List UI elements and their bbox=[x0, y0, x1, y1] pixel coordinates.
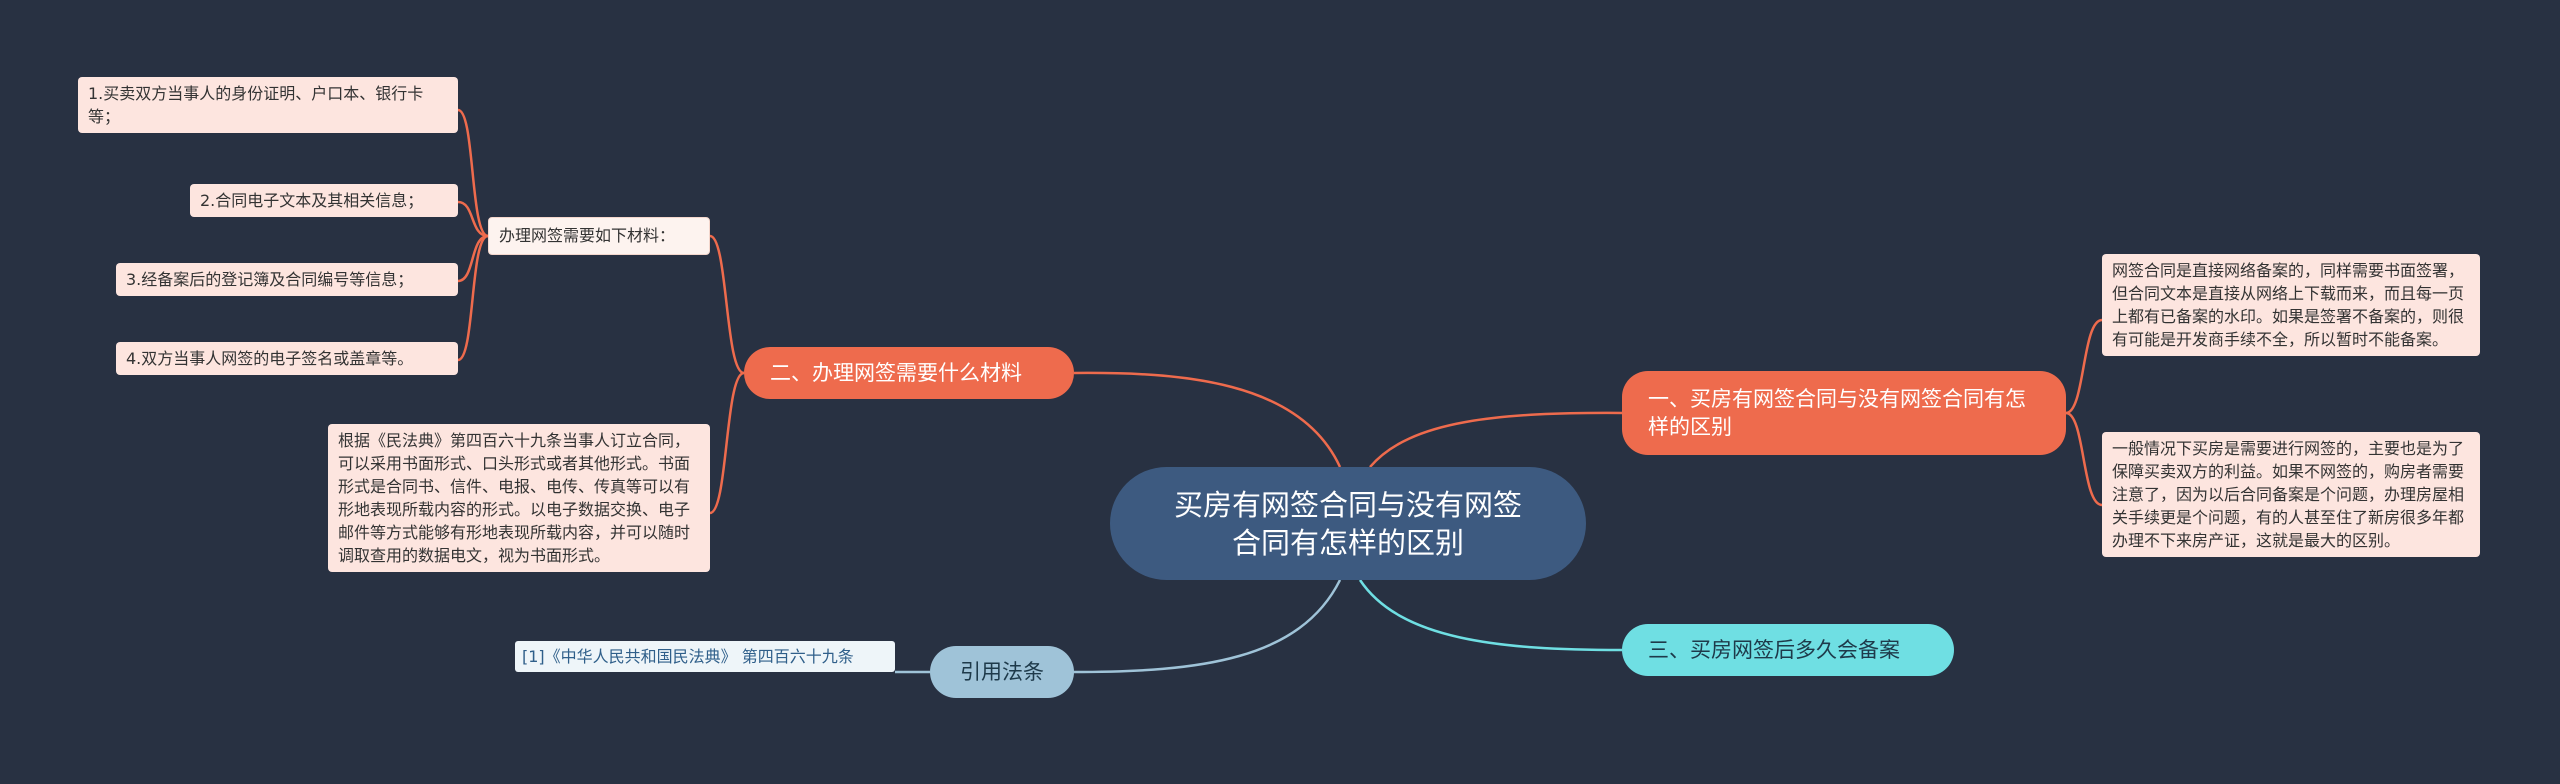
leaf-civil-code-article[interactable]: 根据《民法典》第四百六十九条当事人订立合同，可以采用书面形式、口头形式或者其他形… bbox=[328, 424, 710, 572]
link-sub-item4 bbox=[457, 234, 489, 362]
link-b2-leaf bbox=[709, 371, 745, 515]
material-item-4[interactable]: 4.双方当事人网签的电子签名或盖章等。 bbox=[116, 342, 458, 375]
link-center-b2 bbox=[1073, 371, 1342, 468]
link-b1-leaf1 bbox=[2065, 318, 2103, 415]
link-center-b1 bbox=[1369, 411, 1626, 468]
branch-filing-time-label: 三、买房网签后多久会备案 bbox=[1648, 638, 1900, 662]
material-item-2[interactable]: 2.合同电子文本及其相关信息； bbox=[190, 184, 458, 217]
material-item-2-text: 2.合同电子文本及其相关信息； bbox=[200, 191, 424, 210]
branch-difference[interactable]: 一、买房有网签合同与没有网签合同有怎样的区别 bbox=[1622, 371, 2066, 455]
leaf-difference-1-text: 网签合同是直接网络备案的，同样需要书面签署，但合同文本是直接从网络上下载而来，而… bbox=[2112, 261, 2465, 349]
subtopic-materials-list[interactable]: 办理网签需要如下材料： bbox=[488, 217, 710, 255]
link-center-b4 bbox=[1072, 579, 1342, 674]
link-center-b3 bbox=[1358, 579, 1623, 652]
link-sub-item1 bbox=[457, 108, 489, 238]
material-item-1[interactable]: 1.买卖双方当事人的身份证明、户口本、银行卡等； bbox=[78, 77, 458, 133]
link-sub-item3 bbox=[457, 234, 489, 283]
branch-materials-label: 二、办理网签需要什么材料 bbox=[770, 361, 1022, 385]
branch-cited-law[interactable]: 引用法条 bbox=[930, 646, 1074, 698]
material-item-1-text: 1.买卖双方当事人的身份证明、户口本、银行卡等； bbox=[88, 84, 424, 126]
leaf-civil-code-article-text: 根据《民法典》第四百六十九条当事人订立合同，可以采用书面形式、口头形式或者其他形… bbox=[338, 431, 691, 565]
branch-materials[interactable]: 二、办理网签需要什么材料 bbox=[744, 347, 1074, 399]
law-reference-link[interactable]: [1]《中华人民共和国民法典》 第四百六十九条 bbox=[515, 641, 895, 672]
subtopic-materials-list-label: 办理网签需要如下材料： bbox=[499, 226, 676, 245]
material-item-3-text: 3.经备案后的登记簿及合同编号等信息； bbox=[126, 270, 414, 289]
leaf-difference-2-text: 一般情况下买房是需要进行网签的，主要也是为了保障买卖双方的利益。如果不网签的，购… bbox=[2112, 439, 2465, 550]
leaf-difference-1[interactable]: 网签合同是直接网络备案的，同样需要书面签署，但合同文本是直接从网络上下载而来，而… bbox=[2102, 254, 2480, 356]
central-topic[interactable]: 买房有网签合同与没有网签合同有怎样的区别 bbox=[1110, 467, 1586, 580]
central-topic-label: 买房有网签合同与没有网签合同有怎样的区别 bbox=[1173, 487, 1522, 560]
link-sub-item2 bbox=[457, 200, 489, 238]
leaf-difference-2[interactable]: 一般情况下买房是需要进行网签的，主要也是为了保障买卖双方的利益。如果不网签的，购… bbox=[2102, 432, 2480, 557]
link-b2-sub bbox=[709, 234, 745, 375]
branch-difference-label: 一、买房有网签合同与没有网签合同有怎样的区别 bbox=[1648, 387, 2026, 439]
branch-cited-law-label: 引用法条 bbox=[960, 660, 1044, 684]
branch-filing-time[interactable]: 三、买房网签后多久会备案 bbox=[1622, 624, 1954, 676]
link-b1-leaf2 bbox=[2065, 411, 2103, 507]
material-item-3[interactable]: 3.经备案后的登记簿及合同编号等信息； bbox=[116, 263, 458, 296]
law-reference-text: [1]《中华人民共和国民法典》 第四百六十九条 bbox=[522, 647, 854, 666]
material-item-4-text: 4.双方当事人网签的电子签名或盖章等。 bbox=[126, 349, 414, 368]
